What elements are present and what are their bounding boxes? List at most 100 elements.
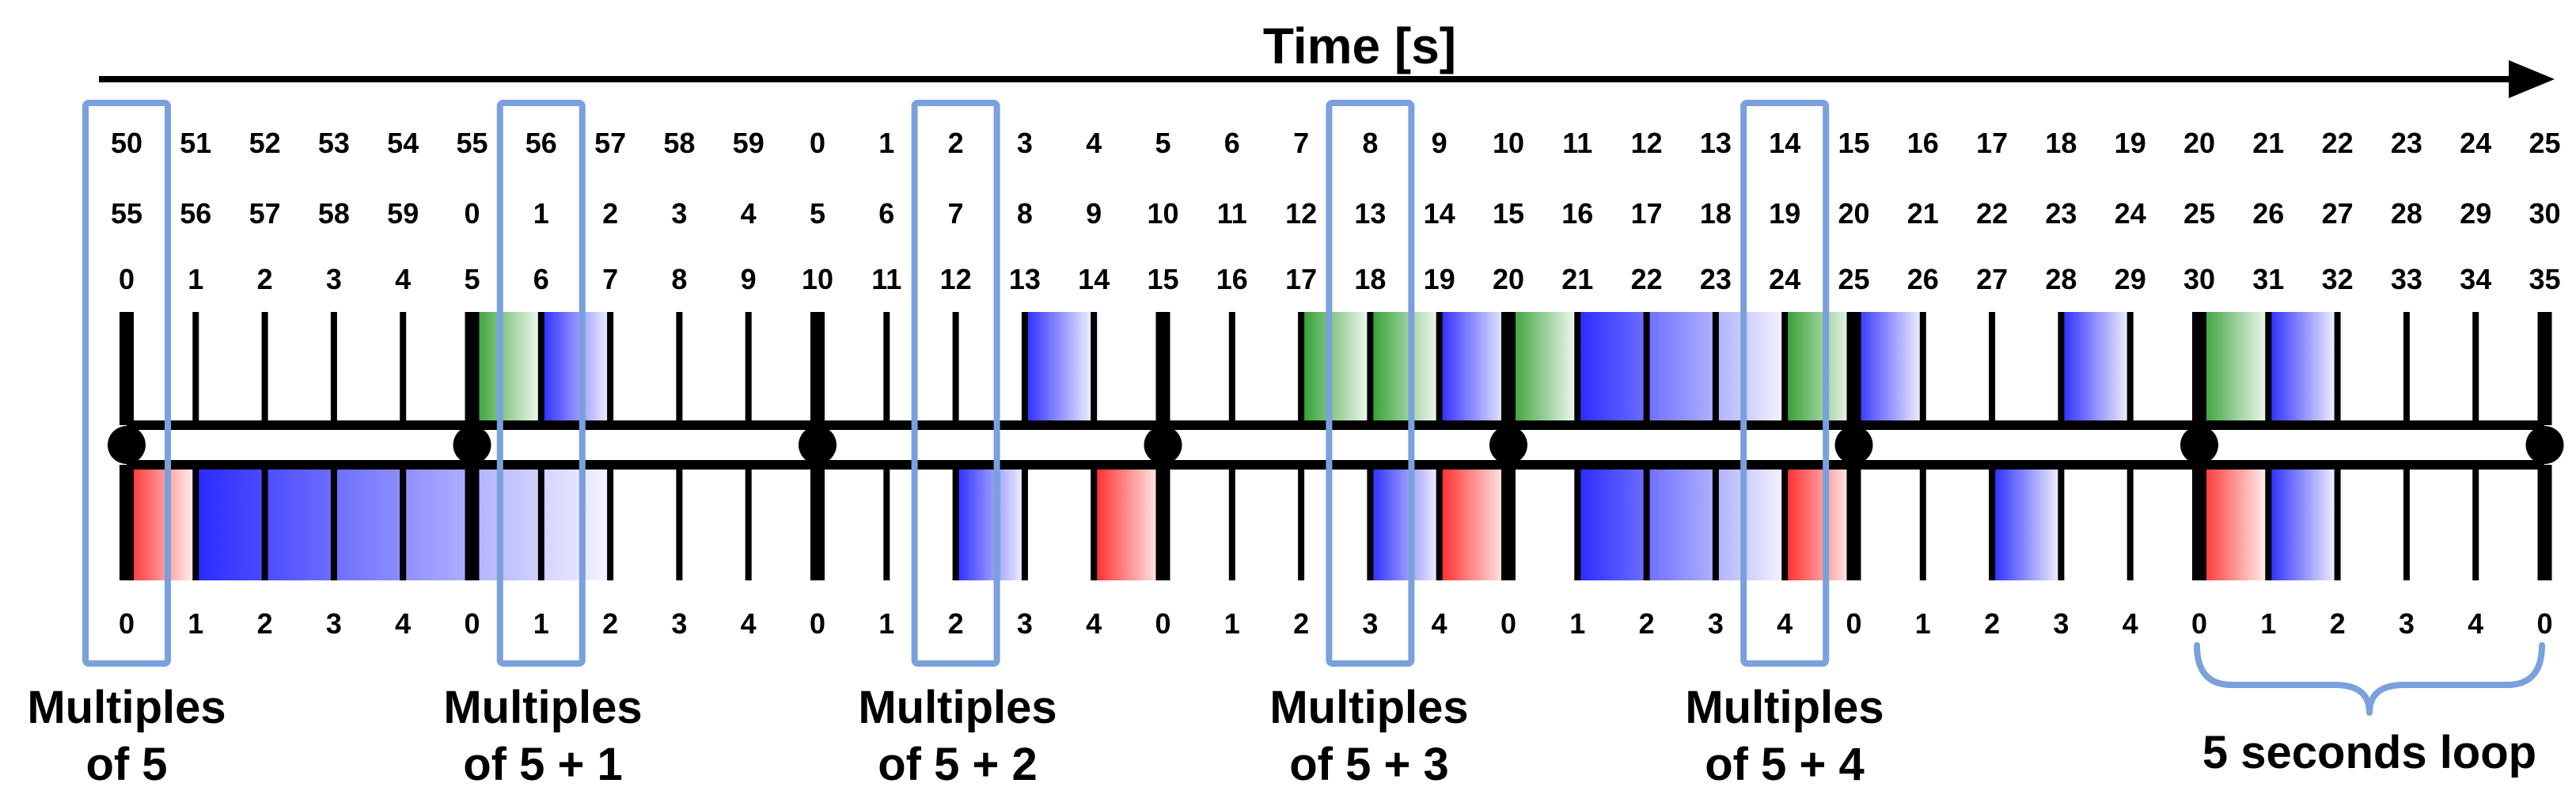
row-bottom-label-23: 3: [1708, 607, 1724, 640]
group-caption-4: Multiples of 5 + 4: [1685, 682, 1884, 790]
row-top1-label-10: 0: [810, 127, 825, 159]
row-top2-label-17: 12: [1285, 197, 1317, 230]
row-bottom-label-26: 1: [1915, 607, 1931, 640]
loop-dot-30: [2180, 426, 2218, 464]
top-fill-4: [1370, 312, 1440, 420]
row-top2-label-7: 2: [602, 197, 618, 230]
row-top3-label-1: 1: [188, 263, 203, 295]
row-top1-label-8: 58: [663, 127, 695, 159]
row-bottom-label-29: 4: [2123, 607, 2138, 640]
highlight-box-3: [1326, 100, 1415, 667]
row-top1-label-15: 5: [1155, 127, 1170, 159]
row-top3-label-22: 22: [1631, 263, 1663, 295]
row-top2-label-14: 9: [1086, 197, 1102, 230]
row-top1-label-16: 6: [1224, 127, 1240, 159]
row-bottom-label-18: 3: [1362, 607, 1378, 640]
highlight-box-2: [911, 100, 1000, 667]
row-top2-label-1: 56: [180, 197, 211, 230]
row-bottom-label-0: 0: [119, 607, 135, 640]
row-bottom-label-9: 4: [741, 607, 757, 640]
row-top2-label-5: 0: [464, 197, 480, 230]
group-caption-0-line1: Multiples: [27, 682, 226, 733]
row-top1-label-26: 16: [1907, 127, 1939, 159]
group-caption-4-line1: Multiples: [1685, 682, 1884, 733]
group-caption-4-line2: of 5 + 4: [1705, 739, 1864, 790]
row-top2-label-26: 21: [1907, 197, 1939, 230]
row-top2-label-20: 15: [1493, 197, 1524, 230]
row-bottom-label-34: 4: [2468, 607, 2483, 640]
top-fill-2: [1024, 312, 1095, 420]
row-top2-label-16: 11: [1217, 197, 1247, 230]
row-top1-label-11: 1: [878, 127, 894, 159]
row-top3-label-34: 34: [2460, 263, 2491, 295]
loop-dot-25: [1834, 426, 1873, 464]
bottom-fill-10: [2268, 470, 2338, 580]
row-top3-label-2: 2: [257, 263, 273, 295]
row-top1-label-6: 56: [525, 127, 557, 159]
row-top1-label-3: 53: [318, 127, 350, 159]
row-bottom-label-5: 0: [464, 607, 480, 640]
group-caption-3-line1: Multiples: [1269, 682, 1468, 733]
row-top1-label-2: 52: [249, 127, 281, 159]
row-top2-label-25: 20: [1838, 197, 1869, 230]
bottom-fill-2: [955, 470, 1025, 580]
row-bottom-label-15: 0: [1155, 607, 1170, 640]
row-top2-label-9: 4: [741, 197, 757, 230]
row-top2-label-30: 25: [2183, 197, 2215, 230]
ticks-layer: [120, 312, 2552, 580]
row-top1-label-25: 15: [1838, 127, 1869, 159]
row-top2-label-24: 19: [1769, 197, 1800, 230]
row-top3-label-30: 30: [2183, 263, 2215, 295]
row-top1-label-35: 25: [2529, 127, 2560, 159]
row-top1-label-24: 14: [1769, 127, 1800, 159]
top-fill-5: [1439, 312, 1508, 420]
row-top3-label-5: 5: [464, 263, 480, 295]
row-top3-label-13: 13: [1009, 263, 1041, 295]
row-top3-label-17: 17: [1285, 263, 1317, 295]
group-caption-1-line1: Multiples: [443, 682, 642, 733]
row-top3-label-14: 14: [1078, 263, 1110, 295]
row-bottom-label-1: 1: [188, 607, 203, 640]
top-fill-1: [541, 312, 611, 420]
row-top3-label-27: 27: [1976, 263, 2008, 295]
row-top1-label-0: 50: [111, 127, 142, 159]
row-top2-label-29: 24: [2115, 197, 2146, 230]
group-caption-2-line2: of 5 + 2: [878, 739, 1037, 790]
loop-dot-35: [2525, 426, 2564, 464]
top-fill-10: [2061, 312, 2130, 420]
row-top3-label-31: 31: [2252, 263, 2284, 295]
bottom-fill-0: [127, 470, 196, 580]
row-top2-label-0: 55: [111, 197, 142, 230]
row-top1-label-28: 18: [2045, 127, 2077, 159]
row-top2-label-27: 22: [1976, 197, 2008, 230]
row-top2-label-33: 28: [2391, 197, 2422, 230]
row-bottom-label-28: 3: [2053, 607, 2069, 640]
row-bottom-label-20: 0: [1500, 607, 1516, 640]
row-top2-label-12: 7: [948, 197, 964, 230]
row-top1-label-13: 3: [1017, 127, 1033, 159]
bottom-fill-6: [1577, 470, 1785, 580]
row-top3-label-33: 33: [2391, 263, 2422, 295]
top-fill-7: [1577, 312, 1785, 420]
highlight-box-1: [496, 100, 586, 667]
row-top3-label-32: 32: [2322, 263, 2354, 295]
row-top2-label-15: 10: [1147, 197, 1178, 230]
row-top3-label-16: 16: [1216, 263, 1248, 295]
row-bottom-label-4: 4: [395, 607, 411, 640]
row-top3-label-6: 6: [533, 263, 549, 295]
row-top1-label-20: 10: [1493, 127, 1524, 159]
group-caption-1-line2: of 5 + 1: [463, 739, 622, 790]
row-top3-label-15: 15: [1147, 263, 1178, 295]
row-top1-label-23: 13: [1700, 127, 1732, 159]
group-caption-2-line1: Multiples: [858, 682, 1057, 733]
row-top2-label-22: 17: [1631, 197, 1663, 230]
row-top3-label-35: 35: [2529, 263, 2560, 295]
row-top3-label-25: 25: [1838, 263, 1869, 295]
row-bottom-label-13: 3: [1017, 607, 1033, 640]
row-top3-label-20: 20: [1493, 263, 1524, 295]
row-top3-label-11: 11: [871, 263, 901, 295]
row-top2-label-10: 5: [810, 197, 825, 230]
row-top3-label-21: 21: [1561, 263, 1593, 295]
row-top3-label-10: 10: [802, 263, 833, 295]
